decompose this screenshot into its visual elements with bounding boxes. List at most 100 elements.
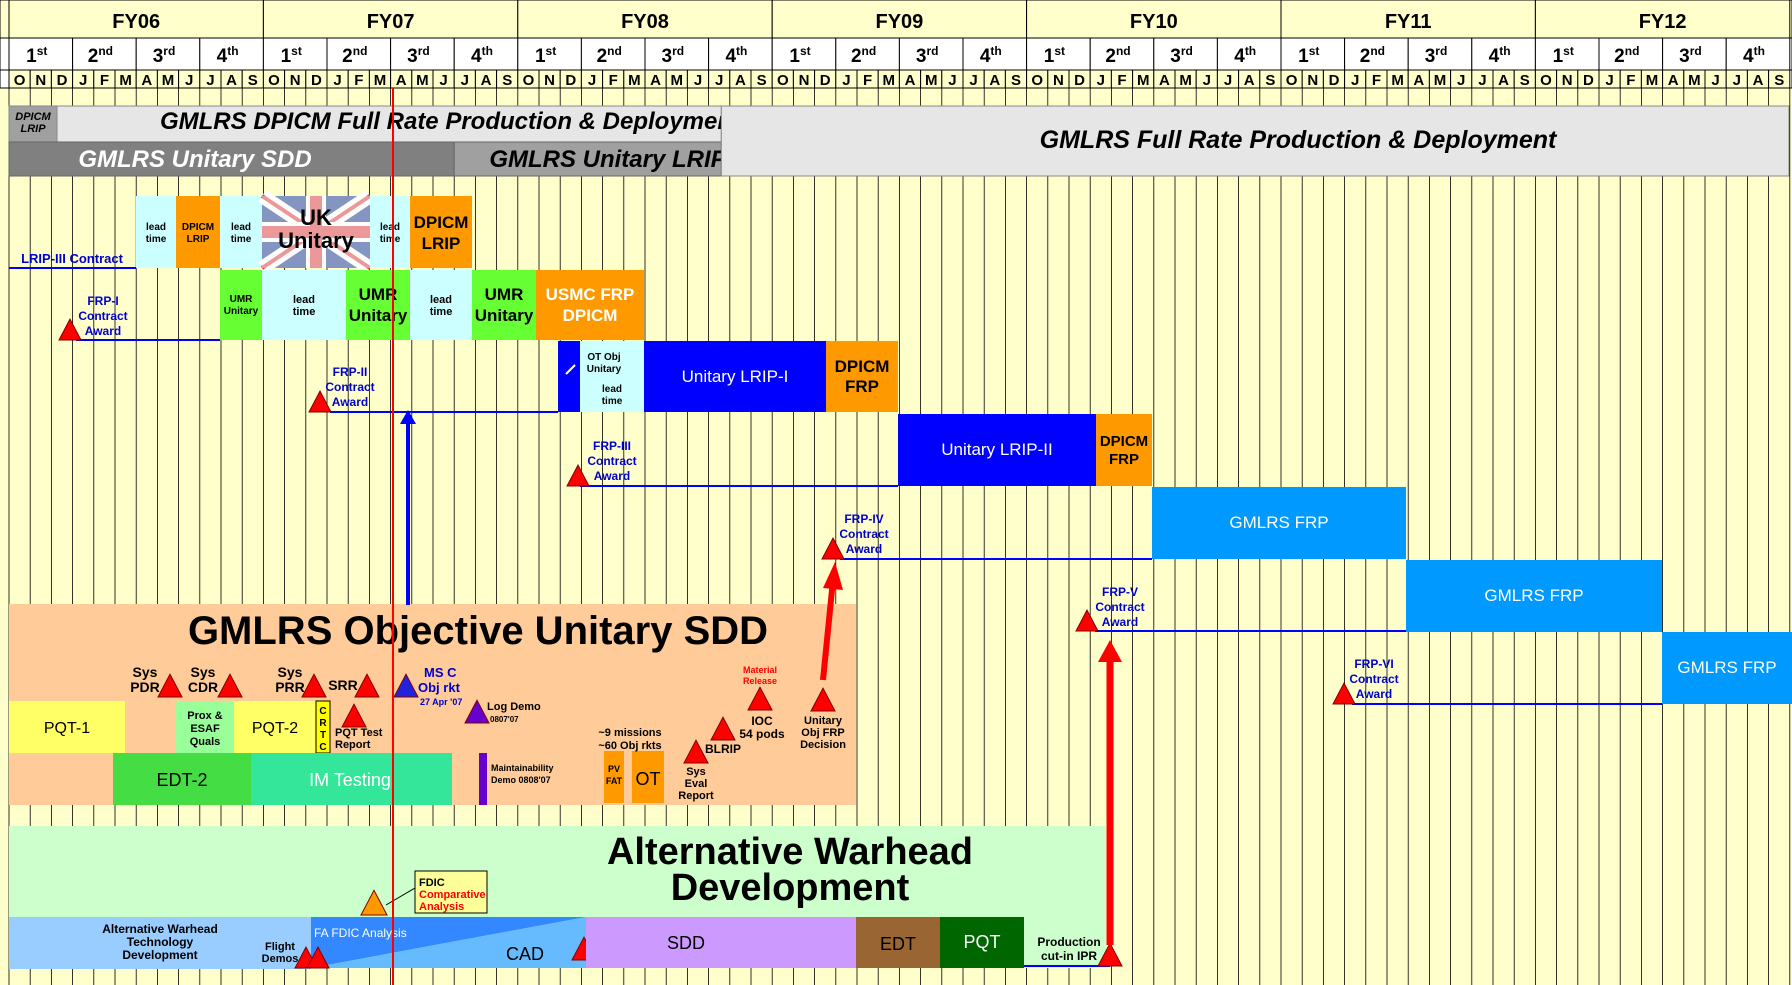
month-label: M: [925, 72, 938, 89]
month-label: J: [79, 72, 87, 89]
quarter-suffix: rd: [1435, 44, 1447, 58]
contract-label: FRP-VI: [1354, 657, 1393, 671]
fdic-label: FDIC: [419, 877, 445, 889]
month-label: D: [565, 72, 576, 89]
contract-label: Award: [846, 542, 882, 556]
pqt2-label: PQT-2: [252, 720, 298, 737]
lead-time-label: time: [146, 234, 167, 245]
pv-label: FAT: [606, 776, 623, 786]
quarter-suffix: st: [1309, 44, 1320, 58]
quarter-suffix: th: [1245, 44, 1256, 58]
month-label: J: [439, 72, 447, 89]
quarter-suffix: nd: [862, 44, 877, 58]
month-label: M: [1391, 72, 1404, 89]
month-label: A: [1753, 72, 1764, 89]
month-label: D: [311, 72, 322, 89]
unitary-lrip-title: GMLRS Unitary LRIP: [489, 146, 727, 173]
month-label: A: [735, 72, 746, 89]
month-label: J: [842, 72, 850, 89]
month-label: J: [333, 72, 341, 89]
month-label: N: [799, 72, 810, 89]
month-label: O: [1031, 72, 1043, 89]
umr-label: UMR: [230, 294, 254, 305]
umr-label: Unitary: [475, 306, 534, 325]
lead-time-label: time: [430, 306, 453, 318]
lead-time-label: lead: [380, 222, 400, 233]
month-label: M: [883, 72, 896, 89]
prox-label: ESAF: [190, 723, 220, 735]
month-label: J: [1605, 72, 1613, 89]
contract-label: Contract: [587, 454, 636, 468]
month-label: F: [1372, 72, 1381, 89]
contract-label: Award: [332, 395, 368, 409]
dpicm-label: DPICM: [414, 213, 469, 232]
unitary-frp-label: Unitary: [804, 715, 843, 727]
month-label: N: [544, 72, 555, 89]
usmc-frp-label: USMC FRP: [546, 285, 635, 304]
month-label: O: [1286, 72, 1298, 89]
umr-box: [346, 270, 410, 340]
ioc-label: IOC: [751, 714, 773, 728]
month-label: F: [100, 72, 109, 89]
prox-label: Quals: [190, 736, 221, 748]
month-label: M: [119, 72, 132, 89]
fy-label: FY11: [1385, 11, 1432, 33]
gmlrs-frp-label: GMLRS FRP: [1484, 586, 1583, 605]
uk-label: UK: [300, 205, 332, 230]
fy-label: FY07: [367, 11, 415, 33]
month-label: J: [1224, 72, 1232, 89]
lead-time-label: lead: [146, 222, 166, 233]
quarter-suffix: rd: [1181, 44, 1193, 58]
quarter-suffix: th: [736, 44, 747, 58]
month-label: M: [1137, 72, 1150, 89]
crtc-letter: C: [319, 706, 326, 717]
awtd-label: Alternative Warhead: [102, 922, 218, 936]
contract-label: Contract: [325, 380, 374, 394]
objective-unitary-title: GMLRS Objective Unitary SDD: [188, 609, 768, 653]
month-label: J: [1097, 72, 1105, 89]
month-label: A: [1159, 72, 1170, 89]
month-label: O: [777, 72, 789, 89]
month-label: M: [1688, 72, 1701, 89]
contract-label: FRP-V: [1102, 585, 1138, 599]
usmc-frp-box: [536, 270, 644, 340]
month-label: O: [1540, 72, 1552, 89]
contract-label: Contract: [839, 527, 888, 541]
ot-obj-marker: [558, 341, 580, 412]
month-label: D: [57, 72, 68, 89]
dpicm-frp-label: DPICM: [1100, 433, 1148, 450]
dpicm-label: DPICM: [182, 222, 214, 233]
dpicm-frp-label: FRP: [1109, 451, 1139, 468]
log-demo-date: 0807'07: [490, 715, 519, 724]
sys-prr-label: PRR: [275, 679, 305, 695]
maintainability-label: Demo 0808'07: [491, 775, 551, 785]
crtc-letter: R: [319, 718, 327, 729]
month-label: J: [206, 72, 214, 89]
unitary-frp-label: Obj FRP: [801, 727, 844, 739]
quarter-suffix: th: [990, 44, 1001, 58]
fdic-label: Comparative: [419, 889, 486, 901]
month-label: A: [905, 72, 916, 89]
month-label: N: [35, 72, 46, 89]
month-label: A: [481, 72, 492, 89]
fy-label: FY10: [1130, 11, 1178, 33]
material-release-label: Material: [743, 665, 777, 675]
pqt-label: PQT: [963, 932, 1000, 952]
sdd-box: [586, 917, 856, 968]
month-label: F: [354, 72, 363, 89]
month-label: D: [1329, 72, 1340, 89]
dpicm-frp-label: FRP: [845, 377, 879, 396]
month-label: A: [141, 72, 152, 89]
month-label: M: [374, 72, 387, 89]
month-label: S: [1265, 72, 1275, 89]
lrip-label: LRIP: [187, 234, 210, 245]
dpicm-lrip-box: [410, 196, 472, 268]
contract-label: FRP-I: [87, 294, 118, 308]
quarter-suffix: st: [291, 44, 302, 58]
uk-unitary-label: Unitary: [278, 228, 355, 253]
quarter-suffix: th: [482, 44, 493, 58]
umr-label: Unitary: [349, 306, 408, 325]
fy-label: FY09: [875, 11, 923, 33]
quarter-suffix: st: [1054, 44, 1065, 58]
month-label: M: [1434, 72, 1447, 89]
